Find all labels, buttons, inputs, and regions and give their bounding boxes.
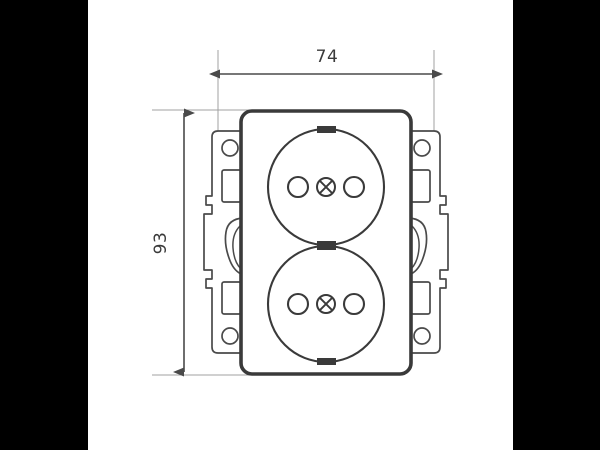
height-dimension-label: 93 [151, 232, 171, 255]
letterbox-bar-left [0, 0, 88, 450]
outlet-bottom [266, 243, 386, 365]
mounting-slot-left-bottom [221, 281, 242, 315]
width-dimension-label: 74 [316, 47, 339, 67]
mounting-screw-hole-right-bottom [413, 327, 431, 345]
width-dimension-group: 74 [209, 44, 443, 79]
outlet-bottom-pin-hole-left [286, 292, 310, 316]
mounting-slot-right-top [410, 169, 431, 203]
height-label-backdrop [152, 222, 176, 264]
outlet-top-pin-hole-right [342, 175, 366, 199]
outlet-bottom-earth-symbol-icon [316, 294, 336, 314]
mounting-claw-right-inner [410, 225, 420, 270]
outlet-top-earth-symbol-icon [316, 177, 336, 197]
outlet-top-pin-hole-left [286, 175, 310, 199]
outlet-bottom-earth-tab-lower [317, 358, 336, 365]
letterbox-bar-right [513, 0, 600, 450]
mounting-slot-right-bottom [410, 281, 431, 315]
outlet-bottom-pin-hole-right [342, 292, 366, 316]
mounting-screw-hole-left-top [221, 139, 239, 157]
height-dimension-group: 93 [151, 108, 195, 377]
width-label-backdrop [305, 44, 349, 68]
outlet-top-earth-tab-upper [317, 126, 336, 133]
mounting-screw-hole-right-top [413, 139, 431, 157]
mounting-claw-left-inner [232, 225, 242, 270]
outlet-top [266, 126, 386, 248]
mounting-slot-left-top [221, 169, 242, 203]
outlet-bottom-earth-tab-upper [317, 243, 336, 250]
mounting-screw-hole-left-bottom [221, 327, 239, 345]
